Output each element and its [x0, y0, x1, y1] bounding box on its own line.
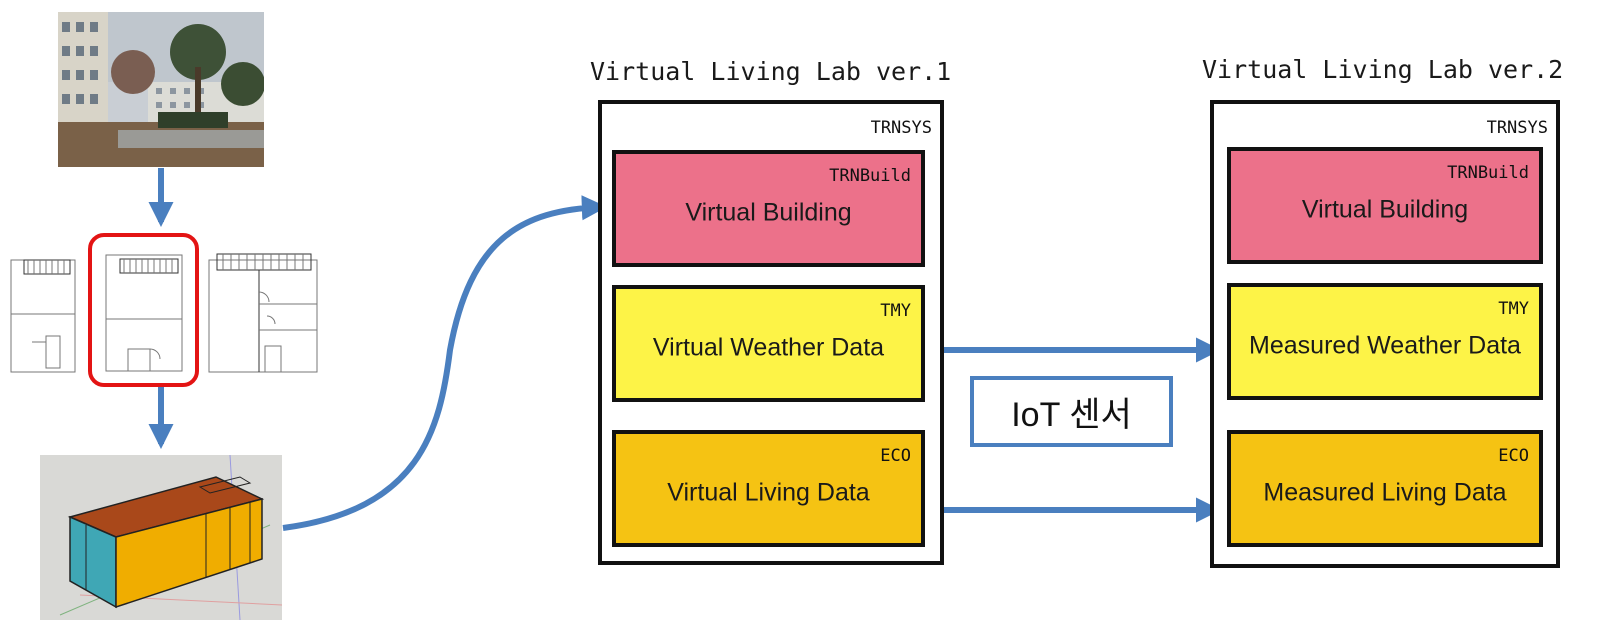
- module-name: Virtual Weather Data: [652, 333, 885, 361]
- panel-v1-virtual-building: TRNBuild Virtual Building: [612, 150, 925, 267]
- panel-v2-title: Virtual Living Lab ver.2: [1202, 55, 1564, 84]
- panel-v2-measured-weather-data: TMY Measured Weather Data: [1227, 283, 1543, 400]
- module-tag: TRNBuild: [829, 166, 911, 186]
- module-tag: TMY: [1498, 299, 1529, 319]
- floor-plan-right: [207, 246, 321, 376]
- panel-v2-virtual-building: TRNBuild Virtual Building: [1227, 147, 1543, 264]
- panel-v1-virtual-weather-data: TMY Virtual Weather Data: [612, 285, 925, 402]
- panel-v1-title: Virtual Living Lab ver.1: [590, 57, 952, 86]
- module-name: Measured Living Data: [1263, 478, 1507, 506]
- iot-sensor-label: IoT 센서: [970, 376, 1173, 447]
- panel-v2-measured-living-data: ECO Measured Living Data: [1227, 430, 1543, 547]
- floor-plan-left: [10, 246, 76, 376]
- apartment-photo: [58, 12, 264, 167]
- module-name: Measured Weather Data: [1249, 331, 1521, 359]
- panel-v1-virtual-living-data: ECO Virtual Living Data: [612, 430, 925, 547]
- module-name: Virtual Building: [685, 198, 852, 226]
- floor-plan-selected: [88, 233, 199, 387]
- arrow-model-to-virtual-building: [282, 195, 608, 531]
- module-tag: ECO: [1498, 446, 1529, 466]
- building-3d-model: [40, 455, 282, 620]
- panel-v2-trnsys-label: TRNSYS: [1486, 118, 1548, 138]
- module-tag: TMY: [880, 301, 911, 321]
- module-name: Virtual Living Data: [667, 478, 870, 506]
- panel-v1-trnsys-label: TRNSYS: [870, 118, 932, 138]
- module-name: Virtual Building: [1301, 195, 1469, 223]
- module-tag: TRNBuild: [1447, 163, 1529, 183]
- module-tag: ECO: [880, 446, 911, 466]
